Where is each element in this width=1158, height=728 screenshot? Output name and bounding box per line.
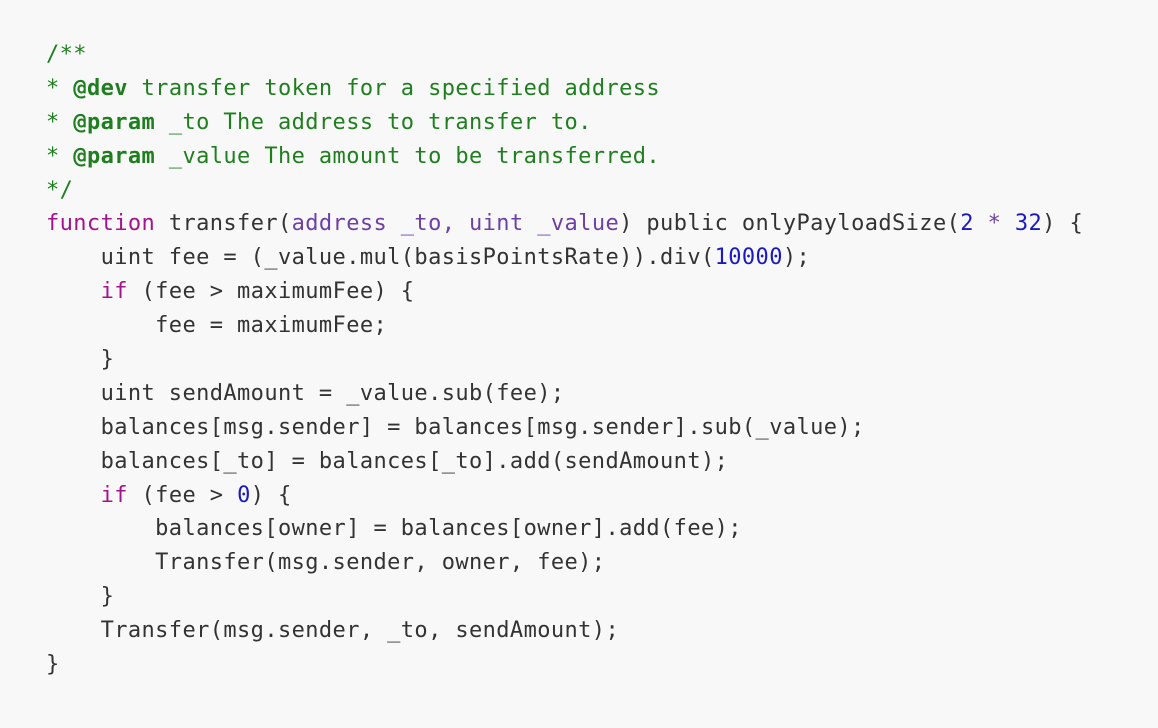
number-literal-token: 0	[237, 482, 251, 508]
code-line: uint fee = (_value.mul(basisPointsRate))…	[46, 241, 1083, 275]
code-token: (fee >	[127, 482, 238, 508]
code-token: (fee > maximumFee) {	[127, 279, 415, 305]
code-line: }	[46, 343, 1083, 377]
code-line: fee = maximumFee;	[46, 309, 1083, 343]
code-token: ) {	[250, 482, 292, 508]
code-token: );	[782, 245, 811, 271]
code-token: uint sendAmount = _value.sub(fee);	[46, 380, 565, 406]
doc-tag-token: @param	[73, 109, 156, 135]
code-token: fee = maximumFee;	[46, 313, 388, 339]
code-line: uint sendAmount = _value.sub(fee);	[46, 377, 1083, 411]
code-line: Transfer(msg.sender, owner, fee);	[46, 546, 1083, 580]
comment-token: */	[46, 177, 74, 203]
number-literal-token: 10000	[714, 245, 783, 271]
code-line: balances[_to] = balances[_to].add(sendAm…	[46, 445, 1083, 479]
keyword-token: function	[46, 211, 156, 237]
code-line: * @dev transfer token for a specified ad…	[46, 72, 1083, 106]
comment-token: *	[46, 75, 74, 101]
code-line: balances[msg.sender] = balances[msg.send…	[46, 411, 1083, 445]
number-literal-token: 32	[1014, 211, 1043, 237]
code-token: Transfer(msg.sender, owner, fee);	[46, 550, 606, 576]
code-token: }	[46, 652, 60, 678]
type-token: address _to, uint _value	[291, 211, 620, 237]
code-line: if (fee > maximumFee) {	[46, 275, 1083, 309]
code-token: ) {	[1042, 211, 1084, 237]
code-line: if (fee > 0) {	[46, 479, 1083, 513]
keyword-token: if	[100, 279, 128, 305]
code-token	[974, 211, 988, 236]
comment-token: transfer token for a specified address	[127, 75, 661, 101]
comment-token: _to The address to transfer to.	[155, 109, 592, 135]
code-token: Transfer(msg.sender, _to, sendAmount);	[46, 618, 620, 644]
code-line: }	[46, 580, 1083, 614]
code-token: balances[owner] = balances[owner].add(fe…	[46, 516, 742, 542]
code-line: function transfer(address _to, uint _val…	[46, 207, 1083, 241]
code-line: }	[46, 648, 1083, 682]
comment-token: /**	[46, 42, 87, 67]
code-line: /**	[46, 38, 1083, 72]
code-token: ) public onlyPayloadSize(	[619, 211, 961, 237]
keyword-token: if	[100, 482, 128, 508]
code-token	[46, 483, 101, 508]
code-token: balances[_to] = balances[_to].add(sendAm…	[46, 448, 729, 474]
code-line: * @param _to The address to transfer to.	[46, 106, 1083, 140]
code-token: uint fee = (_value.mul(basisPointsRate))…	[46, 245, 715, 271]
number-literal-token: 2	[960, 211, 974, 237]
code-token	[1001, 211, 1015, 236]
code-token: balances[msg.sender] = balances[msg.send…	[46, 414, 865, 440]
code-line: * @param _value The amount to be transfe…	[46, 140, 1083, 174]
code-token: }	[46, 347, 115, 373]
code-token: }	[46, 584, 115, 610]
comment-token: _value The amount to be transferred.	[155, 143, 661, 169]
code-token: transfer(	[155, 211, 292, 237]
comment-token: *	[46, 109, 74, 135]
comment-token: *	[46, 143, 74, 169]
code-line: Transfer(msg.sender, _to, sendAmount);	[46, 614, 1083, 648]
type-token: *	[987, 211, 1002, 237]
code-block: /** * @dev transfer token for a specified…	[46, 38, 1083, 682]
code-line: */	[46, 174, 1083, 208]
code-line: balances[owner] = balances[owner].add(fe…	[46, 512, 1083, 546]
doc-tag-token: @param	[73, 143, 156, 169]
doc-tag-token: @dev	[73, 75, 128, 101]
code-token	[46, 279, 101, 304]
